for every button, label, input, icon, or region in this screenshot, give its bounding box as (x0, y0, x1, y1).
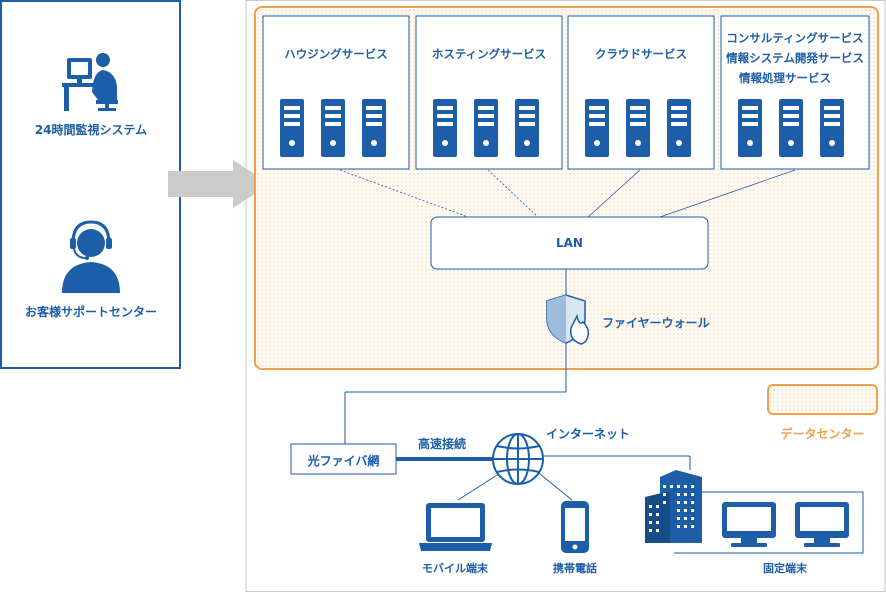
monitoring-system-label: 24時間監視システム (34, 123, 148, 137)
fiber-network-box (290, 443, 397, 475)
office-building-icon (645, 470, 702, 543)
mobile-terminal-label: モバイル端末 (422, 562, 488, 575)
monitoring-arrow (168, 160, 270, 208)
service-title-processing: 情報処理サービス (739, 71, 831, 85)
legend-data-center-label: データセンター (780, 427, 865, 441)
fixed-terminal-group (674, 491, 864, 554)
servers-housing (280, 99, 386, 157)
internet-label: インターネット (546, 427, 631, 441)
lan-box (430, 216, 709, 270)
service-title-consulting: コンサルティングサービス (726, 31, 864, 45)
service-title-development: 情報システム開発サービス (726, 51, 864, 65)
mobile-phone-label: 携帯電話 (553, 562, 597, 575)
operator-icon (62, 53, 118, 111)
service-title-cloud: クラウドサービス (595, 47, 687, 61)
legend-data-center-swatch (767, 384, 878, 415)
smartphone-icon (561, 501, 589, 553)
support-agent-icon (62, 220, 120, 293)
service-title-housing: ハウジングサービス (284, 47, 388, 61)
desktop-monitor-icon (722, 502, 776, 547)
internet-globe-icon (492, 433, 544, 485)
servers-hosting (433, 99, 539, 157)
fiber-network-label: 光ファイバ網 (307, 454, 380, 468)
fixed-terminal-label: 固定端末 (763, 562, 807, 575)
service-title-hosting: ホスティングサービス (431, 47, 547, 61)
servers-consulting (738, 99, 844, 157)
desktop-monitor-icon-2 (795, 502, 849, 547)
support-center-label: お客様サポートセンター (24, 305, 157, 319)
lan-label: LAN (556, 236, 583, 250)
lan-connections (339, 169, 796, 218)
servers-cloud (585, 99, 691, 157)
high-speed-label: 高速接続 (418, 437, 467, 451)
network-lines (344, 343, 691, 501)
firewall-icon (546, 294, 590, 345)
firewall-label: ファイヤーウォール (602, 316, 710, 330)
laptop-icon (419, 503, 492, 551)
